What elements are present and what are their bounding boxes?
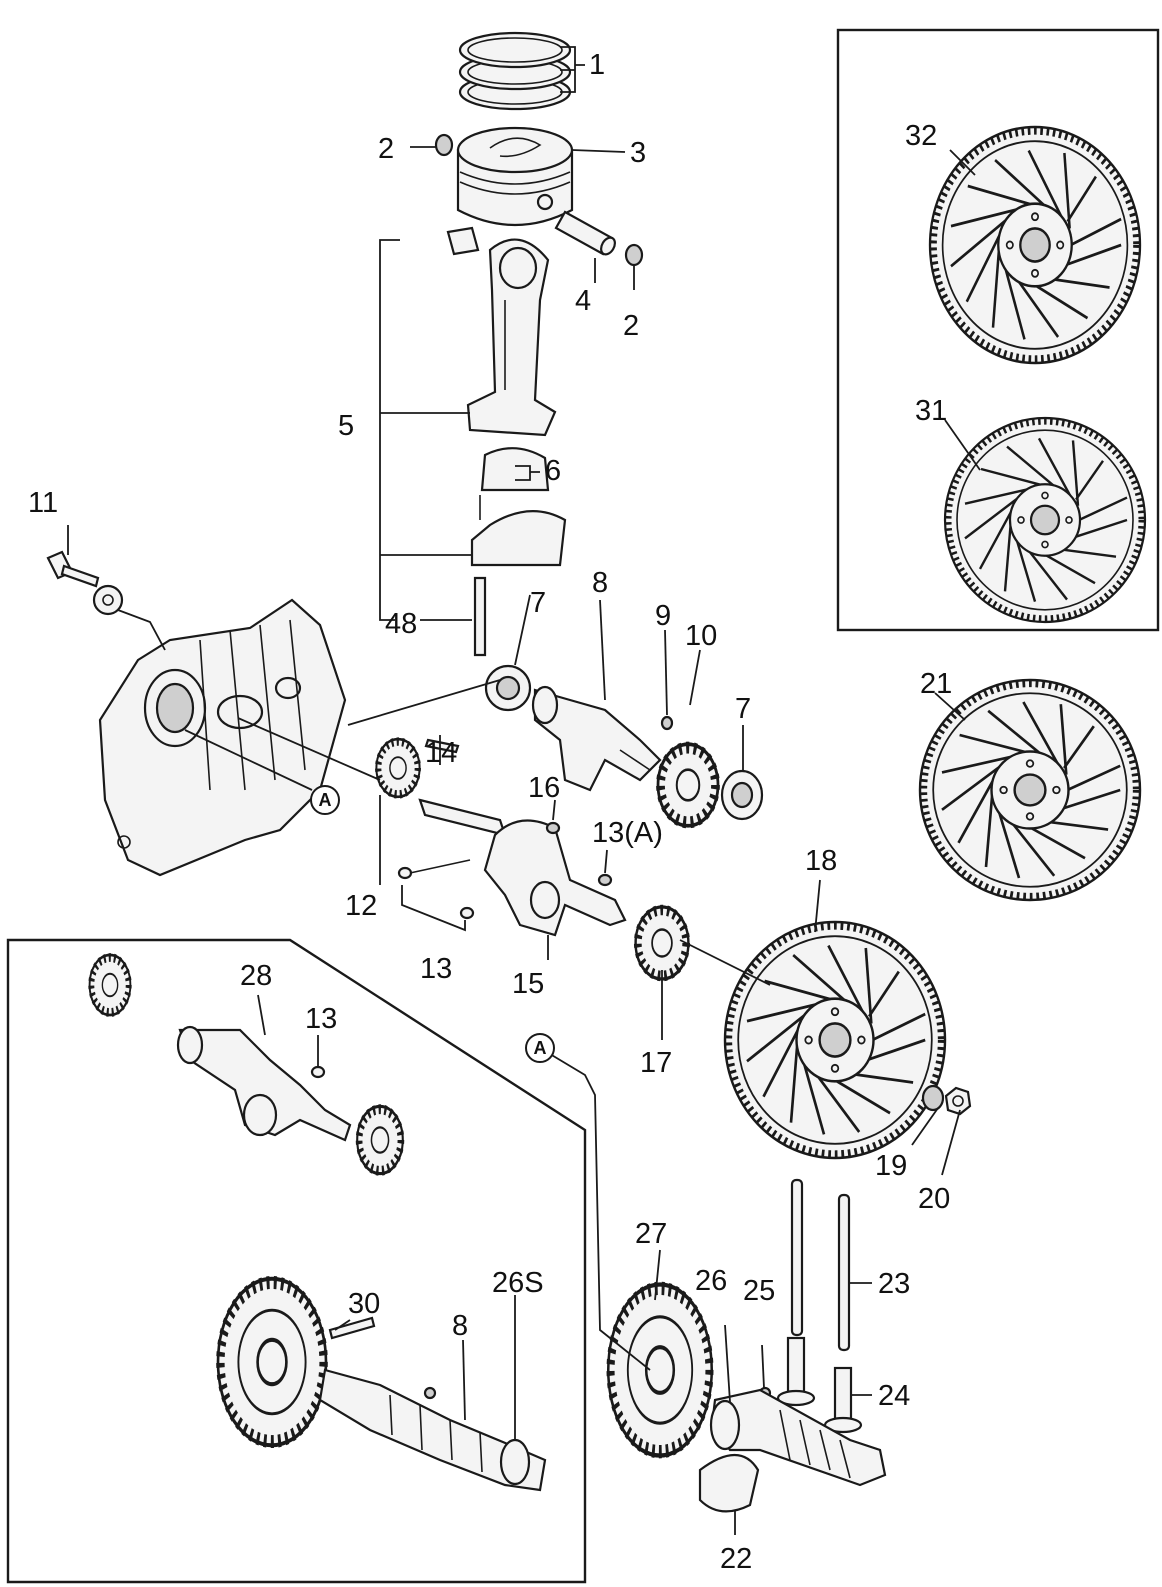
key-13-left [397, 866, 413, 880]
key-13a [597, 873, 613, 887]
circlip-right [624, 243, 644, 267]
callout-24: 24 [878, 1380, 910, 1412]
callout-14: 14 [425, 737, 457, 769]
washer-19 [921, 1084, 945, 1112]
bearing-7-left [484, 664, 532, 712]
reference-mark-a-2: A [525, 1033, 555, 1063]
key-13-inset [310, 1065, 326, 1079]
callout-20: 20 [918, 1183, 950, 1215]
camshaft-26s [318, 1368, 547, 1492]
key-inset [423, 1386, 437, 1400]
callout-7-left: 7 [530, 587, 546, 619]
nut-20 [944, 1086, 972, 1116]
push-rod-right [837, 1193, 851, 1352]
gear-inset-crank [357, 1106, 403, 1173]
callout-26s: 26S [492, 1267, 544, 1299]
callout-11: 11 [28, 487, 58, 519]
crankshaft-15 [418, 798, 627, 937]
callout-2-bottom: 2 [623, 310, 639, 342]
inset-frame-top-right [836, 28, 1160, 632]
callout-26: 26 [695, 1265, 727, 1297]
callout-labels: 1 2 3 4 2 5 6 11 8 7 48 9 10 7 14 16 13(… [28, 49, 952, 1575]
callout-16: 16 [528, 772, 560, 804]
callout-10: 10 [685, 620, 717, 652]
callout-25: 25 [743, 1275, 775, 1307]
callout-12: 12 [345, 890, 377, 922]
tappet-left [776, 1336, 816, 1407]
piston-pin [554, 210, 616, 256]
callout-1: 1 [589, 49, 605, 81]
callout-7-right: 7 [735, 693, 751, 725]
tappet-right [823, 1366, 863, 1434]
callout-22: 22 [720, 1543, 752, 1575]
callout-23: 23 [878, 1268, 910, 1300]
piston-rings [458, 31, 572, 111]
flywheel-18 [725, 922, 945, 1158]
gear-27 [606, 1281, 714, 1459]
flywheel-31 [945, 418, 1145, 622]
push-rod-left [790, 1178, 804, 1337]
bearing-7-right [720, 769, 764, 821]
bracket-13 [401, 885, 466, 932]
reference-mark-a-1: A [310, 785, 340, 815]
circlip-left [434, 133, 454, 157]
gear-17 [636, 907, 689, 979]
gear-12 [376, 739, 419, 797]
callout-3: 3 [630, 137, 646, 169]
callout-9: 9 [655, 600, 671, 632]
crankcase-cover [98, 598, 347, 877]
callout-21: 21 [920, 668, 952, 700]
gear-10 [658, 744, 718, 826]
callout-28: 28 [240, 960, 272, 992]
pin-30 [328, 1316, 376, 1340]
piston [456, 126, 574, 227]
svg-text:A: A [319, 790, 332, 810]
connecting-rod [446, 226, 567, 657]
callout-2-top: 2 [378, 133, 394, 165]
inset-frame-bottom-left [6, 938, 587, 1584]
callout-13: 13 [420, 953, 452, 985]
crankshaft-8 [531, 685, 662, 792]
callout-4: 4 [575, 285, 591, 317]
callout-19: 19 [875, 1150, 907, 1182]
flywheel-21 [920, 680, 1140, 900]
callout-17: 17 [640, 1047, 672, 1079]
key-14 [424, 738, 460, 754]
callout-6: 6 [545, 455, 561, 487]
gear-inset-large [216, 1275, 328, 1449]
callout-48: 48 [385, 608, 417, 640]
callout-15: 15 [512, 968, 544, 1000]
callout-30: 30 [348, 1288, 380, 1320]
callout-31: 31 [915, 395, 947, 427]
callout-18: 18 [805, 845, 837, 877]
callout-32: 32 [905, 120, 937, 152]
svg-text:A: A [534, 1038, 547, 1058]
gear-inset-top [90, 955, 131, 1015]
governor-weight-22 [698, 1454, 760, 1513]
crankshaft-28 [176, 1025, 352, 1142]
callout-27: 27 [635, 1218, 667, 1250]
key-13-right [459, 906, 475, 920]
camshaft-26 [709, 1388, 887, 1487]
callout-13a: 13(A) [592, 817, 663, 849]
key-16 [545, 821, 561, 835]
callout-8-inset: 8 [452, 1310, 468, 1342]
leader-lines [67, 46, 981, 1535]
key-9 [660, 715, 674, 731]
bolt-11 [46, 550, 124, 616]
callout-8-top: 8 [592, 567, 608, 599]
callout-5: 5 [338, 410, 354, 442]
callout-13-inset: 13 [305, 1003, 337, 1035]
bracket-5 [379, 239, 472, 621]
